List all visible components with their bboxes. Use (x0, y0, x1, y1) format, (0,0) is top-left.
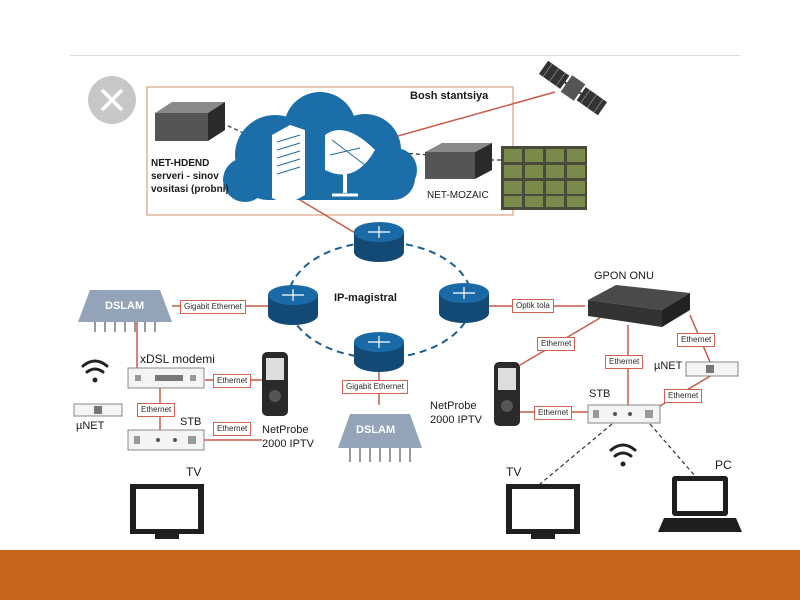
ethernet-onu-stb-label: Ethernet (605, 355, 644, 369)
gigabit-left-label: Gigabit Ethernet (180, 300, 246, 314)
ethernet-onu-probe-label: Ethernet (537, 337, 576, 351)
dslam-center-label: DSLAM (356, 424, 396, 436)
xdsl-modem-icon (127, 367, 205, 389)
satellite-icon (538, 60, 608, 116)
server-tower-icon (272, 125, 305, 205)
tv-left-icon (130, 484, 204, 539)
optik-tola-label: Optik tola (512, 299, 554, 313)
pc-label: PC (715, 458, 732, 472)
hdend-server-label-line3: vositasi (probni) (151, 184, 229, 195)
headend-title: Bosh stantsiya (410, 90, 489, 102)
mozaic-label: NET-MOZAIC (427, 190, 489, 201)
pc-laptop-icon (658, 476, 742, 532)
stb-left-label: STB (180, 416, 202, 428)
ethernet-probe-stb-label: Ethernet (534, 406, 573, 420)
gigabit-center-label: Gigabit Ethernet (342, 380, 408, 394)
close-icon (101, 89, 123, 111)
router-top-icon (354, 222, 404, 262)
headend-cloud-icon (223, 92, 417, 202)
netprobe-left-label-line2: 2000 IPTV (262, 438, 314, 450)
dslam-left-label: DSLAM (105, 300, 145, 312)
netprobe-right-label-line1: NetProbe (430, 400, 477, 412)
unet-left-label: µNET (76, 420, 105, 432)
hdend-server-icon (155, 102, 225, 141)
wifi-icon (81, 359, 109, 383)
router-left-icon (268, 285, 318, 325)
hdend-server-label-line2: serveri - sinov (151, 171, 219, 182)
tv-right-label: TV (506, 465, 522, 479)
router-bottom-icon (354, 332, 404, 372)
netprobe-right-icon (494, 362, 520, 426)
satellite-dish-icon (325, 130, 375, 197)
netprobe-left-icon (262, 352, 288, 416)
ethernet-modem-stb-label: Ethernet (137, 403, 176, 417)
gpon-onu-label: GPON ONU (594, 270, 654, 282)
netprobe-right-label-line2: 2000 IPTV (430, 414, 482, 426)
gpon-onu-icon (588, 285, 690, 327)
dslam-left-icon (78, 290, 172, 332)
close-button[interactable] (88, 76, 136, 124)
tv-right-icon (506, 484, 580, 539)
ethernet-onu-unet-label: Ethernet (677, 333, 716, 347)
hdend-server-label-line1: NET-HDEND (151, 158, 210, 169)
stb-right-icon (587, 404, 661, 424)
stb-right-label: STB (589, 388, 611, 400)
bottom-bar (0, 550, 800, 600)
unet-right-label: µNET (654, 360, 683, 372)
ip-ring-label: IP-magistral (334, 292, 397, 304)
wifi-right-icon (609, 443, 637, 467)
ethernet-stb-unet-label: Ethernet (664, 389, 703, 403)
router-right-icon (439, 283, 489, 323)
ethernet-modem-probe-label: Ethernet (213, 374, 252, 388)
xdsl-modem-label: xDSL modemi (140, 352, 215, 366)
stb-left-icon (127, 429, 205, 451)
video-wall-icon (501, 146, 587, 210)
ethernet-stb-probe-label: Ethernet (213, 422, 252, 436)
dslam-center-icon (338, 414, 422, 462)
tv-left-label: TV (186, 465, 202, 479)
unet-left-icon (73, 403, 123, 417)
netprobe-left-label-line1: NetProbe (262, 424, 309, 436)
unet-right-icon (685, 361, 739, 377)
mozaic-server-icon (425, 143, 492, 179)
top-divider (70, 55, 740, 56)
